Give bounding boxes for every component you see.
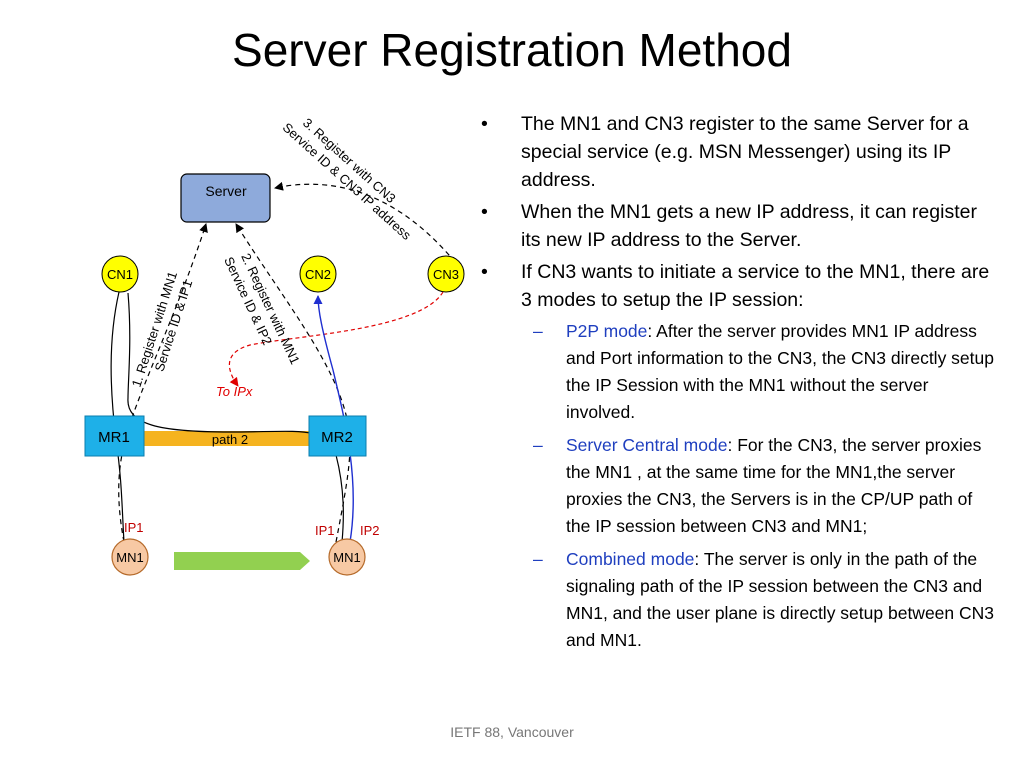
cn1-label: CN1 — [107, 267, 133, 282]
mn1-left-node — [111, 538, 149, 576]
cn3-node — [427, 255, 465, 293]
mode-text: : After the server provides MN1 IP addre… — [566, 321, 994, 422]
ip1-left-label: IP1 — [124, 520, 144, 535]
bullet-icon: • — [481, 201, 488, 223]
slide-footer: IETF 88, Vancouver — [450, 724, 574, 740]
dash-icon: – — [533, 549, 543, 569]
mode-item-p2p: – P2P mode: After the server provides MN… — [478, 318, 998, 426]
bullet-text: The MN1 and CN3 register to the same Ser… — [521, 113, 969, 191]
dash-icon: – — [533, 435, 543, 455]
step3-arrow — [274, 181, 456, 263]
mr2-label: MR2 — [321, 429, 353, 446]
path2-bar — [144, 431, 312, 446]
mr1-node — [84, 415, 145, 457]
bullet-icon: • — [481, 113, 488, 135]
mode-item-server-central: – Server Central mode: For the CN3, the … — [478, 432, 998, 540]
ip2-right-label: IP2 — [360, 523, 380, 538]
mn1-right-label: MN1 — [333, 550, 360, 565]
cn1-node — [101, 255, 139, 293]
bullet-item: • The MN1 and CN3 register to the same S… — [478, 110, 998, 194]
server-label: Server — [205, 183, 247, 199]
bullet-item: • When the MN1 gets a new IP address, it… — [478, 198, 998, 254]
bullet-text: When the MN1 gets a new IP address, it c… — [521, 201, 977, 251]
ip1-right-label: IP1 — [315, 523, 335, 538]
mode-item-combined: – Combined mode: The server is only in t… — [478, 546, 998, 654]
path2-label: path 2 — [212, 432, 248, 447]
cn2-label: CN2 — [305, 267, 331, 282]
to-ipx-label: To IPx — [216, 384, 253, 399]
mode-term: Server Central mode — [566, 435, 728, 455]
bullet-text: If CN3 wants to initiate a service to th… — [521, 261, 990, 311]
mode-text: : The server is only in the path of the … — [566, 549, 995, 650]
mode-text: : For the CN3, the server proxies the MN… — [566, 435, 982, 536]
cn3-label: CN3 — [433, 267, 459, 282]
mr1-label: MR1 — [98, 429, 130, 446]
bullet-item: • If CN3 wants to initiate a service to … — [478, 258, 998, 314]
mode-term: Combined mode — [566, 549, 695, 569]
bullet-list: • The MN1 and CN3 register to the same S… — [478, 110, 998, 660]
mn1-left-label: MN1 — [116, 550, 143, 565]
movement-arrow — [174, 552, 310, 570]
mode-term: P2P mode — [566, 321, 648, 341]
step3-label-line2: Service ID & CN3 IP address — [280, 120, 415, 243]
network-diagram: path 2 Server CN1 CN2 CN3 MR1 MR2 MN1 MN… — [84, 115, 465, 576]
mn1-right-node — [328, 538, 366, 576]
cn1-mn1-right-line — [127, 292, 344, 543]
dash-icon: – — [533, 321, 543, 341]
slide-title: Server Registration Method — [232, 24, 792, 76]
mn1-cn2-line — [313, 295, 354, 543]
cn2-node — [299, 255, 337, 293]
bullet-icon: • — [481, 261, 488, 283]
server-node — [180, 173, 271, 223]
mr2-node — [308, 415, 367, 457]
step1-arrow — [118, 223, 208, 543]
